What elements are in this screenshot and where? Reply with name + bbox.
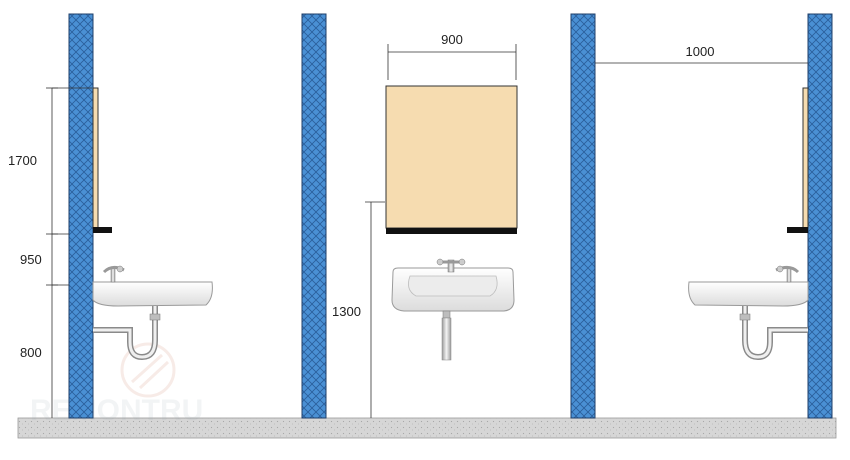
sink-side-left	[92, 265, 213, 361]
dim-mirror-bottom-height: 950	[20, 252, 42, 267]
floor	[17, 417, 837, 439]
mirror-side-left	[92, 87, 99, 229]
shelf-right	[787, 227, 808, 233]
dim-mirror-height-from-floor: 1300	[332, 304, 361, 319]
shelf-left	[93, 227, 112, 233]
dim-wall-to-wall-width: 1000	[686, 44, 715, 59]
svg-text:REMONTRU: REMONTRU	[30, 394, 203, 427]
mirror-front	[385, 85, 518, 229]
right-side-view: 1000	[595, 44, 809, 361]
front-view: 900 1300	[332, 32, 518, 418]
wall-4	[807, 13, 833, 419]
mirror-side-right	[802, 87, 809, 229]
dim-mirror-top-height: 1700	[8, 153, 37, 168]
wall-1	[68, 13, 94, 419]
sink-front	[391, 258, 515, 361]
wall-2	[301, 13, 327, 419]
watermark-logo: REMONTRU	[30, 342, 203, 427]
dim-mirror-width: 900	[441, 32, 463, 47]
dim-sink-height: 800	[20, 345, 42, 360]
wall-3	[570, 13, 596, 419]
left-side-view: 1700 950 800	[8, 87, 213, 418]
shelf-front	[386, 228, 517, 234]
sink-side-right	[688, 265, 809, 361]
